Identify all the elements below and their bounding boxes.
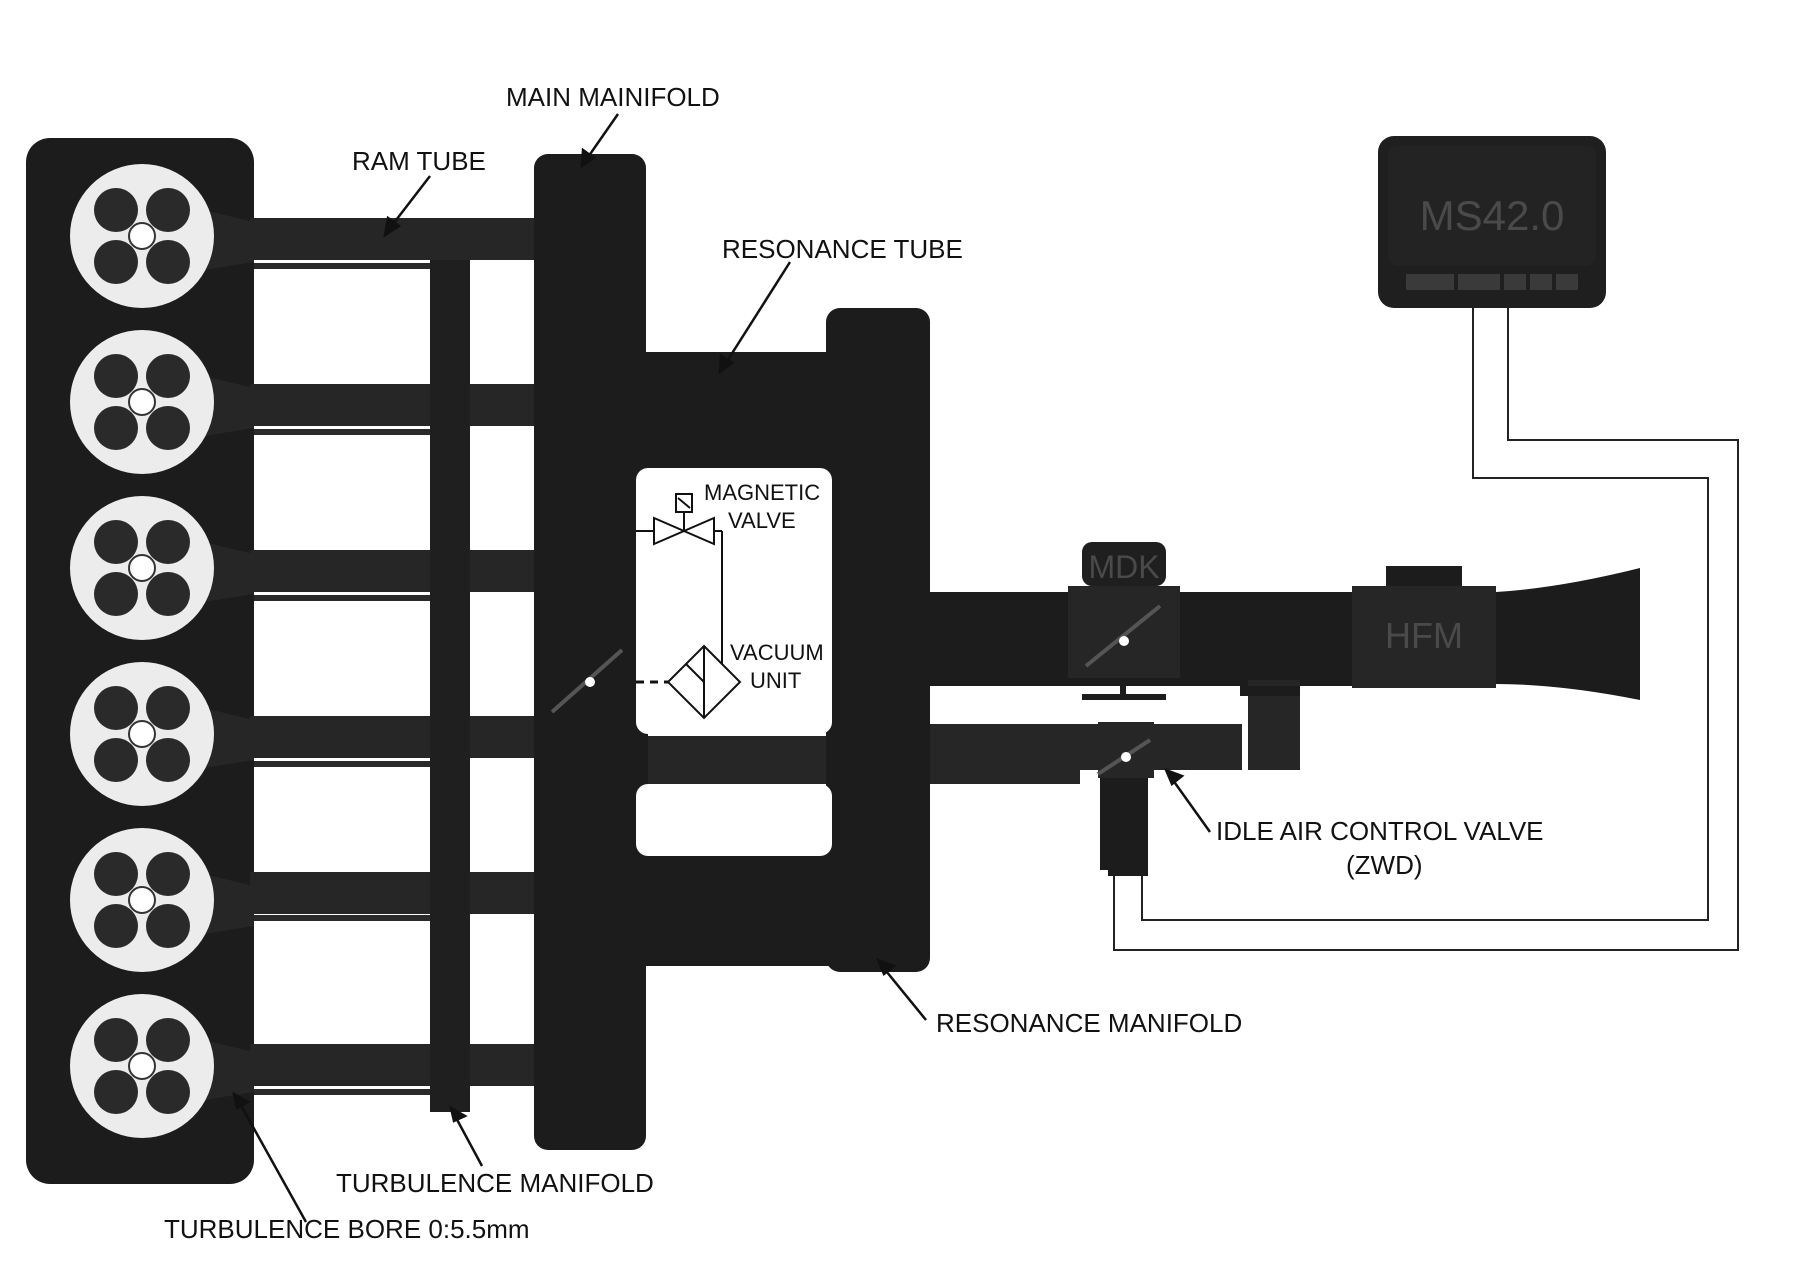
maf-label: HFM [1385, 615, 1463, 656]
intake-valve [94, 520, 138, 564]
cylinder [70, 662, 254, 806]
intake-valve [94, 354, 138, 398]
intake-valve [146, 852, 190, 896]
label-turbulence-manifold: TURBULENCE MANIFOLD [336, 1168, 654, 1198]
exhaust-valve [94, 1070, 138, 1114]
spark-plug [128, 1052, 156, 1080]
resonance-flap-passage [640, 736, 836, 784]
exhaust-valve [146, 406, 190, 450]
label-vacuum-unit-1: VACUUM [730, 640, 824, 665]
maf-sensor: HFM [1352, 566, 1496, 688]
cylinder [70, 828, 254, 972]
spark-plug [128, 388, 156, 416]
intake-port [204, 874, 254, 934]
spark-plug [128, 720, 156, 748]
throttle-body: MDK [1068, 542, 1180, 700]
idle-air-control-valve [1096, 722, 1154, 876]
intake-valve [94, 686, 138, 730]
intake-valve [146, 354, 190, 398]
exhaust-valve [94, 406, 138, 450]
magnetic-valve-symbol [636, 493, 723, 683]
air-intake-horn [1496, 568, 1640, 700]
intake-port [204, 376, 254, 436]
label-resonance-tube: RESONANCE TUBE [722, 234, 963, 264]
exhaust-valve [146, 240, 190, 284]
label-zwd: (ZWD) [1346, 850, 1423, 880]
resonance-manifold [826, 308, 930, 972]
leader-arrows [232, 113, 1212, 1223]
labels: MAIN MAINIFOLD RAM TUBE RESONANCE TUBE M… [164, 82, 1544, 1244]
cylinder [70, 164, 254, 308]
exhaust-valve [146, 572, 190, 616]
ecu-wiring [1113, 298, 1739, 951]
intake-valve [94, 852, 138, 896]
exhaust-valve [146, 904, 190, 948]
exhaust-valve [94, 738, 138, 782]
cylinders [70, 164, 254, 1138]
ecu-unit: MS42.0 [1378, 136, 1606, 308]
spark-plug [128, 222, 156, 250]
label-magnetic-valve-2: VALVE [728, 508, 796, 533]
ecu-connector [1406, 274, 1578, 290]
exhaust-valve [146, 1070, 190, 1114]
spark-plug [128, 554, 156, 582]
turbulence-manifold [430, 260, 470, 1112]
intake-valve [94, 1018, 138, 1062]
intake-port [204, 210, 254, 270]
idle-air-bypass [930, 680, 1300, 770]
ram-tubes [250, 218, 550, 1086]
label-ram-tube: RAM TUBE [352, 146, 486, 176]
exhaust-valve [94, 572, 138, 616]
main-manifold [534, 154, 646, 1150]
lower-pipe [930, 770, 1080, 784]
cylinder [70, 330, 254, 474]
intake-valve [146, 1018, 190, 1062]
throttle-label: MDK [1088, 549, 1159, 585]
cylinder [70, 994, 254, 1138]
wire-outer [1113, 298, 1739, 951]
intake-port [204, 708, 254, 768]
intake-valve [94, 188, 138, 232]
label-idle-air-control-valve: IDLE AIR CONTROL VALVE [1216, 816, 1544, 846]
exhaust-valve [94, 240, 138, 284]
cylinder [70, 496, 254, 640]
vacuum-unit-symbol [666, 644, 742, 720]
intake-valve [146, 520, 190, 564]
intake-valve [146, 686, 190, 730]
intake-valve [146, 188, 190, 232]
label-turbulence-bore: TURBULENCE BORE 0:5.5mm [164, 1214, 530, 1244]
resonance-tube-lower [640, 848, 836, 966]
label-magnetic-valve-1: MAGNETIC [704, 480, 820, 505]
label-vacuum-unit-2: UNIT [750, 668, 801, 693]
spark-plug [128, 886, 156, 914]
label-main-manifold: MAIN MAINIFOLD [506, 82, 720, 112]
ecu-label: MS42.0 [1420, 192, 1565, 239]
resonance-tube-upper [640, 352, 836, 470]
wire-inner [1141, 298, 1709, 921]
label-resonance-manifold: RESONANCE MANIFOLD [936, 1008, 1242, 1038]
exhaust-valve [94, 904, 138, 948]
intake-port [204, 1040, 254, 1100]
exhaust-valve [146, 738, 190, 782]
intake-port [204, 542, 254, 602]
